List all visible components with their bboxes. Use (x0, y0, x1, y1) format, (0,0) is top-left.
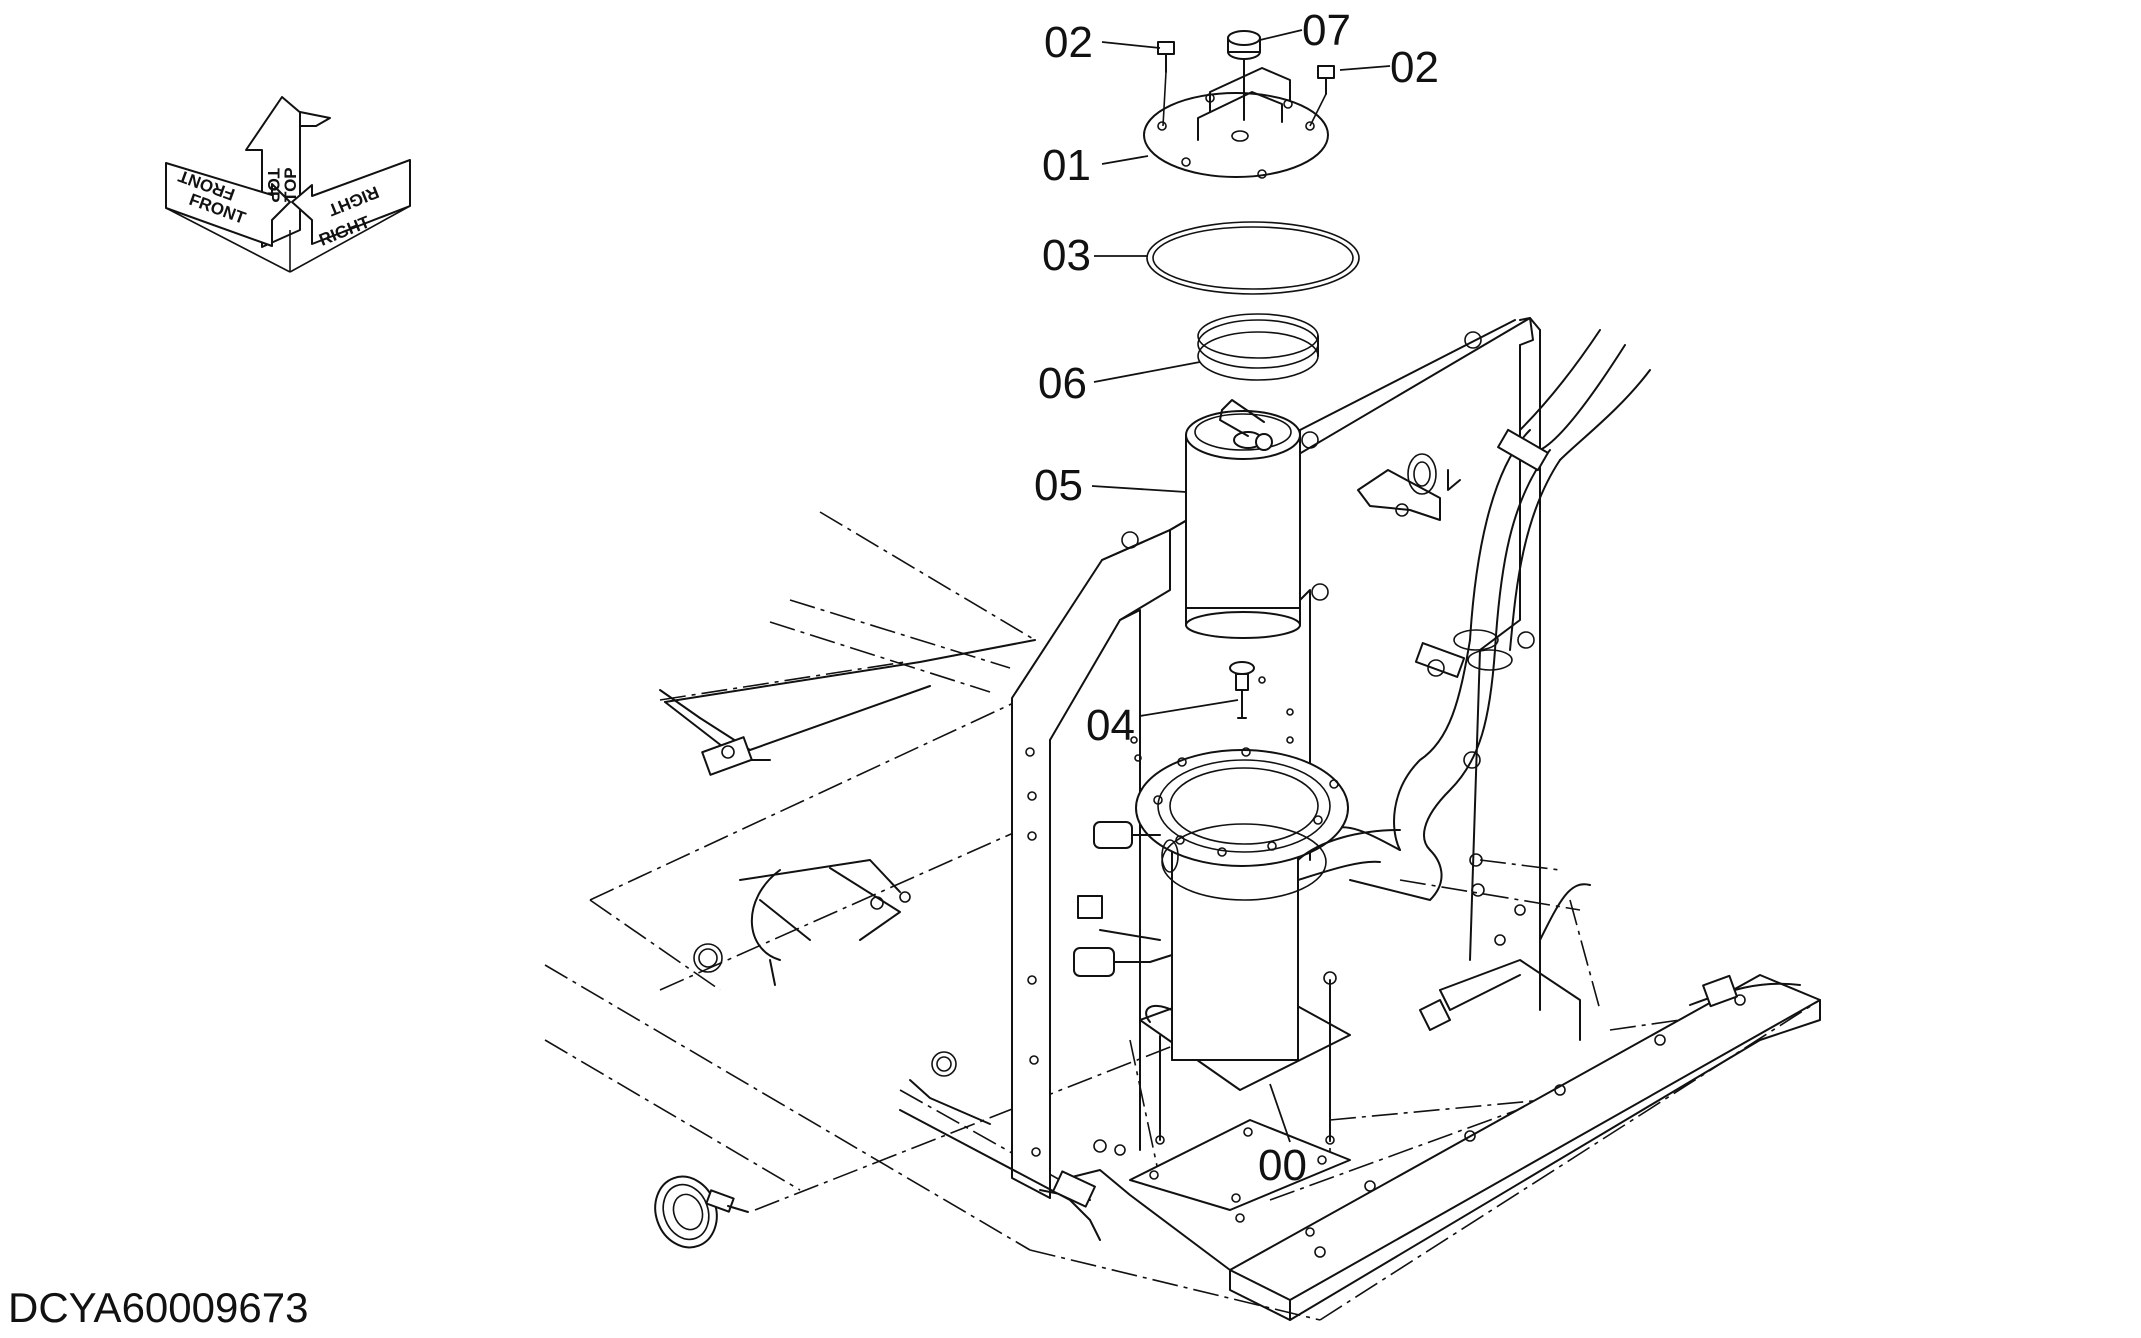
callout-05: 05 (1034, 461, 1083, 510)
right-channel-beam (1229, 883, 1821, 1321)
callout-04: 04 (1086, 701, 1135, 750)
orientation-arrows-icon: FRONT FRONT TOP TOP RIGHT RIGHT (165, 96, 411, 273)
hose-clamp (654, 1175, 749, 1249)
front-frame (899, 1051, 1245, 1271)
vertical-panel (1011, 317, 1541, 1199)
mounting-plate (1129, 1119, 1351, 1211)
callout-labels: 02 07 02 01 03 06 05 04 00 (1034, 6, 1439, 1190)
top-label-mirror: TOP (281, 167, 300, 202)
spring-ring-06 (1197, 313, 1319, 381)
drawing-code: DCYA60009673 (8, 1284, 309, 1331)
bolt-02-right (1309, 65, 1335, 127)
screw-04 (1229, 661, 1255, 719)
left-platform (659, 639, 1036, 986)
callout-02-right: 02 (1390, 43, 1439, 92)
filter-housing (1073, 747, 1401, 1145)
knob-07 (1227, 30, 1261, 121)
callout-00: 00 (1258, 1141, 1307, 1190)
callout-02-left: 02 (1044, 18, 1093, 67)
callout-06: 06 (1038, 359, 1087, 408)
callout-01: 01 (1042, 141, 1091, 190)
hoses (1329, 329, 1651, 901)
callout-03: 03 (1042, 231, 1091, 280)
leader-lines (1091, 29, 1391, 1143)
callout-07: 07 (1302, 6, 1351, 55)
seal-ring-03 (1146, 221, 1360, 295)
cover-01 (1143, 67, 1329, 179)
filter-element-05 (1185, 399, 1301, 639)
top-label: TOP (264, 168, 283, 203)
